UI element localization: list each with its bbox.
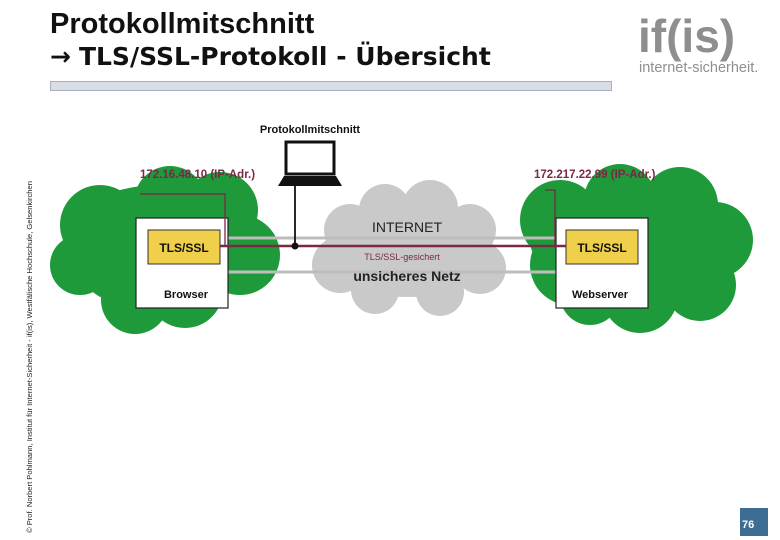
page-number-badge (740, 508, 768, 536)
page-title: Protokollmitschnitt (50, 8, 315, 40)
arrow-right-icon: → (50, 42, 71, 71)
page-subtitle: →TLS/SSL-Protokoll - Übersicht (50, 42, 491, 71)
internet-cloud (312, 180, 506, 316)
browser-tls-label: TLS/SSL (159, 241, 208, 255)
channel-label: TLS/SSL-gesichert (364, 252, 440, 262)
webserver-label: Webserver (572, 289, 629, 301)
webserver-host: TLS/SSL Webserver (555, 217, 649, 309)
laptop-icon (278, 140, 342, 186)
right-ip-leader (545, 189, 556, 246)
sidebar: © Prof. Norbert Pohlmann, Institut für I… (0, 0, 40, 540)
network-label: unsicheres Netz (353, 268, 460, 284)
logo-brand-text: if(is) (638, 10, 735, 62)
internet-label: INTERNET (372, 219, 442, 235)
browser-tls-layer (147, 229, 221, 265)
ifis-logo: if(is) internet-sicherheit. (638, 10, 758, 76)
copyright-text: © Prof. Norbert Pohlmann, Institut für I… (25, 181, 34, 533)
sniffer-tap-point (291, 242, 299, 250)
subtitle-text: TLS/SSL-Protokoll - Übersicht (78, 42, 491, 71)
sniffer-label: Protokollmitschnitt (260, 124, 361, 136)
browser-host: TLS/SSL Browser (135, 217, 229, 309)
logo-tagline: internet-sicherheit. (639, 60, 758, 76)
right-ip-label: 172.217.22.99 (IP-Adr.) (534, 169, 656, 181)
network-diagram: TLS/SSL Browser TLS/SSL Webserver 172.16… (50, 124, 753, 334)
left-ip-label: 172.16.48.10 (IP-Adr.) (140, 169, 255, 181)
page-number: 76 (742, 519, 755, 531)
left-ip-leader (140, 193, 226, 246)
title-rule (50, 81, 612, 91)
browser-label: Browser (164, 289, 209, 301)
webserver-tls-label: TLS/SSL (577, 241, 626, 255)
